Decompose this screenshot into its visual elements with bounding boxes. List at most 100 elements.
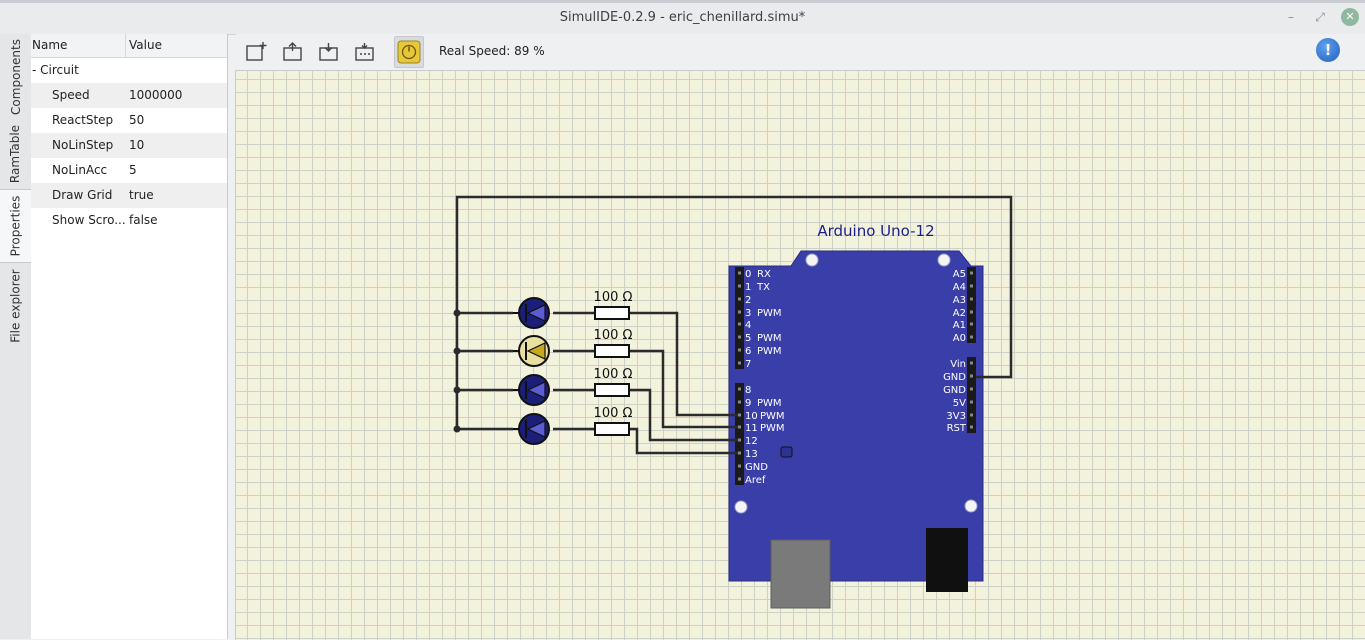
pin[interactable] bbox=[970, 361, 973, 365]
board-label: Arduino Uno-12 bbox=[817, 222, 934, 240]
pin[interactable] bbox=[738, 361, 741, 365]
pin[interactable] bbox=[738, 451, 741, 455]
tab-file-explorer[interactable]: File explorer bbox=[8, 269, 23, 343]
new-circuit-icon[interactable] bbox=[244, 39, 270, 65]
property-row[interactable]: ReactStep 50 bbox=[31, 108, 227, 133]
circuit-group-label: - Circuit bbox=[32, 63, 79, 77]
pin[interactable] bbox=[738, 348, 741, 352]
resistor[interactable] bbox=[594, 306, 630, 320]
pin[interactable] bbox=[738, 297, 741, 301]
tab-ramtable[interactable]: RamTable bbox=[8, 124, 23, 184]
pin[interactable] bbox=[738, 387, 741, 391]
property-row[interactable]: Draw Grid true bbox=[31, 183, 227, 208]
property-value[interactable]: 10 bbox=[129, 138, 145, 152]
real-speed-label: Real Speed: 89 % bbox=[439, 44, 545, 58]
property-name: ReactStep bbox=[52, 113, 114, 127]
property-row[interactable]: NoLinAcc 5 bbox=[31, 158, 227, 183]
properties-panel: Name Value - Circuit Speed 1000000 React… bbox=[31, 34, 228, 639]
pin[interactable] bbox=[738, 271, 741, 275]
junction-dot bbox=[453, 309, 461, 317]
pin[interactable] bbox=[738, 310, 741, 314]
pin[interactable] bbox=[738, 413, 741, 417]
junction-dot bbox=[453, 386, 461, 394]
usb-connector bbox=[770, 539, 831, 609]
onboard-led bbox=[780, 446, 793, 458]
property-value[interactable]: true bbox=[129, 188, 154, 202]
signal-wire[interactable] bbox=[629, 311, 738, 417]
pin[interactable] bbox=[970, 400, 973, 404]
resistor[interactable] bbox=[594, 383, 630, 397]
pin[interactable] bbox=[738, 477, 741, 481]
pin-label: GND bbox=[943, 385, 966, 396]
resistor[interactable] bbox=[594, 344, 630, 358]
minimize-icon[interactable]: – bbox=[1288, 10, 1294, 24]
open-circuit-icon[interactable] bbox=[280, 39, 306, 65]
resistor[interactable] bbox=[594, 422, 630, 436]
signal-wire[interactable] bbox=[629, 427, 738, 455]
ground-wire[interactable] bbox=[455, 195, 1013, 429]
pin[interactable] bbox=[738, 425, 741, 429]
property-row[interactable]: Show Scro... false bbox=[31, 208, 227, 233]
resistor-label: 100 Ω bbox=[594, 406, 633, 421]
led-diode-symbol bbox=[526, 381, 546, 399]
pin[interactable] bbox=[970, 387, 973, 391]
name-column-header[interactable]: Name bbox=[32, 38, 68, 52]
tab-properties[interactable]: Properties bbox=[0, 189, 31, 263]
tab-components[interactable]: Components bbox=[8, 39, 23, 115]
pin-number: 4 bbox=[745, 320, 751, 331]
pin-function: RX bbox=[757, 269, 771, 280]
property-value[interactable]: 1000000 bbox=[129, 88, 183, 102]
pin-label: Vin bbox=[950, 359, 966, 370]
pin-number: 12 bbox=[745, 436, 758, 447]
property-value[interactable]: 5 bbox=[129, 163, 137, 177]
pin[interactable] bbox=[970, 322, 973, 326]
pin-header-left-bottom bbox=[735, 383, 744, 485]
pin[interactable] bbox=[970, 271, 973, 275]
pin-label: A3 bbox=[953, 295, 966, 306]
pin[interactable] bbox=[970, 284, 973, 288]
pin-function: PWM bbox=[760, 423, 785, 434]
pin[interactable] bbox=[738, 284, 741, 288]
title-bar: SimulIDE-0.2.9 - eric_chenillard.simu* –… bbox=[0, 0, 1365, 35]
property-name: Speed bbox=[52, 88, 90, 102]
pin[interactable] bbox=[970, 374, 973, 378]
close-icon[interactable]: ✕ bbox=[1341, 8, 1359, 26]
property-value[interactable]: false bbox=[129, 213, 158, 227]
circuit-group-row[interactable]: - Circuit bbox=[31, 58, 227, 83]
pin[interactable] bbox=[738, 438, 741, 442]
pin-function: PWM bbox=[757, 398, 782, 409]
pin-number: 1 bbox=[745, 282, 751, 293]
pin[interactable] bbox=[738, 335, 741, 339]
pin[interactable] bbox=[970, 425, 973, 429]
save-circuit-icon[interactable] bbox=[316, 39, 342, 65]
pin[interactable] bbox=[970, 310, 973, 314]
pin-function: PWM bbox=[757, 333, 782, 344]
pin[interactable] bbox=[738, 322, 741, 326]
value-column-header[interactable]: Value bbox=[129, 38, 162, 52]
property-name: NoLinAcc bbox=[52, 163, 108, 177]
pin[interactable] bbox=[970, 413, 973, 417]
pin-label: A4 bbox=[953, 282, 966, 293]
property-row[interactable]: NoLinStep 10 bbox=[31, 133, 227, 158]
pin-label: A2 bbox=[953, 308, 966, 319]
save-as-icon[interactable] bbox=[352, 39, 378, 65]
pin[interactable] bbox=[738, 464, 741, 468]
pin[interactable] bbox=[738, 400, 741, 404]
property-value[interactable]: 50 bbox=[129, 113, 145, 127]
properties-header: Name Value bbox=[31, 34, 227, 58]
signal-wire[interactable] bbox=[629, 349, 738, 429]
power-button[interactable] bbox=[394, 36, 424, 68]
property-row[interactable]: Speed 1000000 bbox=[31, 83, 227, 108]
signal-wire[interactable] bbox=[629, 388, 738, 442]
pin[interactable] bbox=[970, 335, 973, 339]
resistor-label: 100 Ω bbox=[594, 290, 633, 305]
pin-label: RST bbox=[947, 423, 967, 434]
restore-icon[interactable]: ⤢ bbox=[1315, 10, 1325, 24]
pin[interactable] bbox=[970, 297, 973, 301]
pin-header-left-top bbox=[735, 267, 744, 369]
junction-dot bbox=[453, 425, 461, 433]
info-icon[interactable]: ! bbox=[1316, 38, 1340, 62]
pin-label: 5V bbox=[953, 398, 966, 409]
